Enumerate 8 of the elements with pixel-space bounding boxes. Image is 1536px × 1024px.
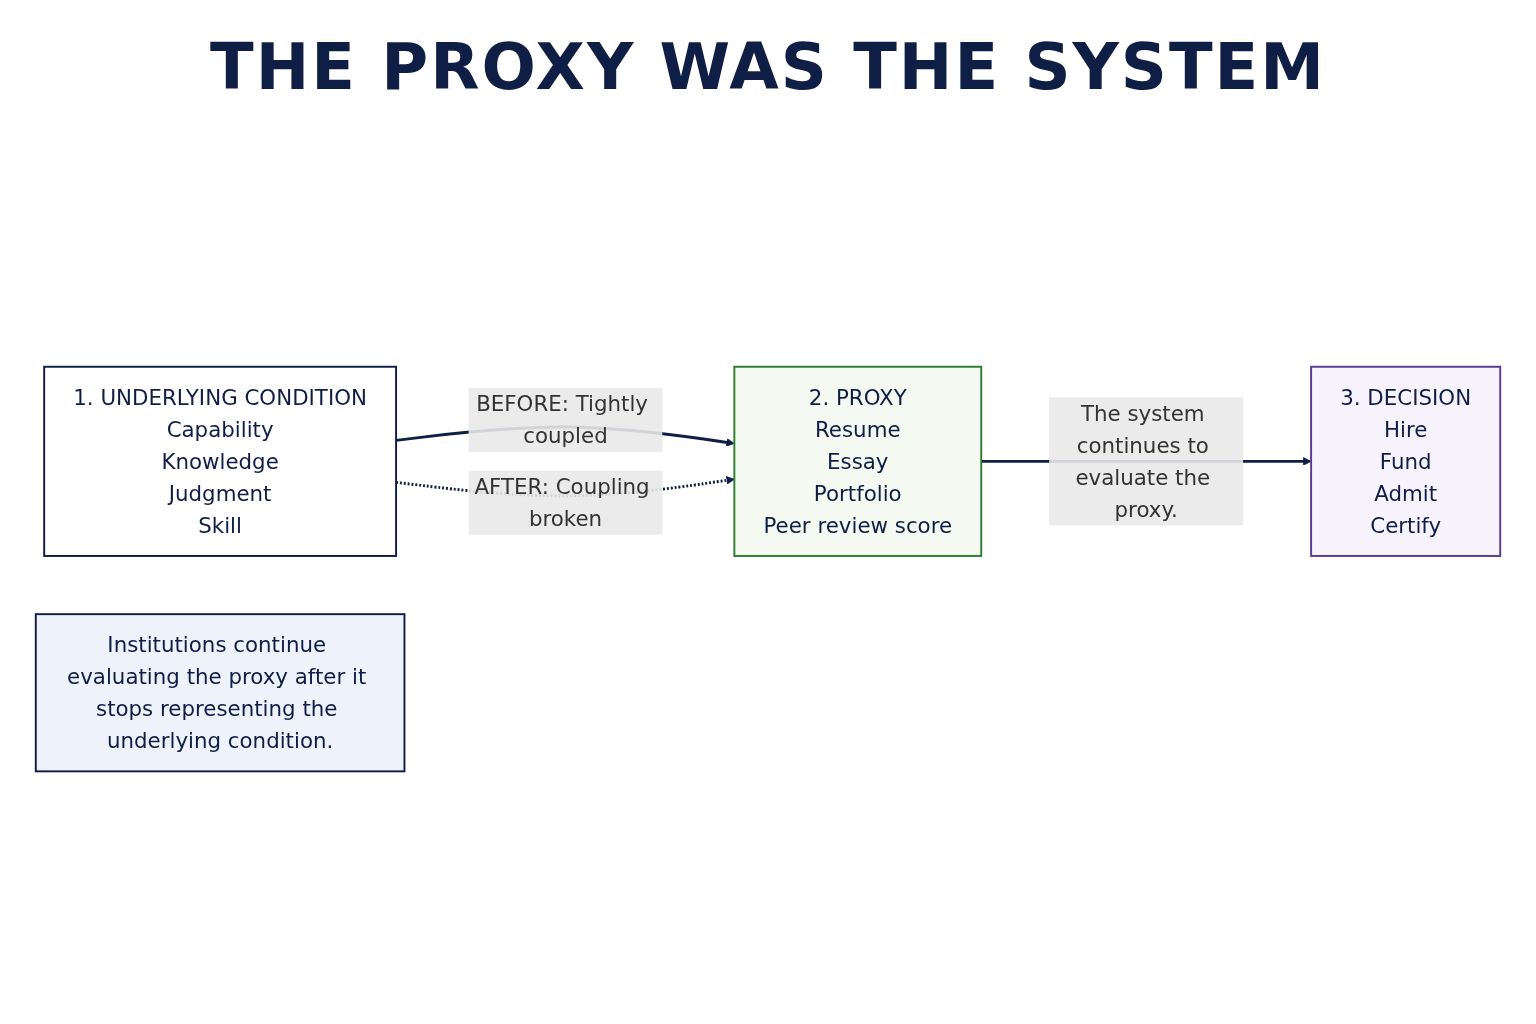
node-box: 3. DECISION Hire Fund Admit Certify: [1310, 365, 1502, 557]
node-box: 1. UNDERLYING CONDITION Capability Knowledge Judgment Skill: [43, 365, 398, 557]
edge-label: The system continues to evaluate the proxy.: [1075, 401, 1211, 522]
node-box: Institutions continue evaluating the proxy after it stops representing the underlying condition.: [34, 613, 406, 773]
diagram-title: THE PROXY WAS THE SYSTEM: [210, 30, 1326, 104]
edge-label: AFTER: Coupling broken: [474, 474, 650, 531]
edge-label: BEFORE: Tightly coupled: [476, 391, 649, 449]
node-box: 2. PROXY Resume Essay Portfolio Peer review score: [733, 365, 983, 557]
